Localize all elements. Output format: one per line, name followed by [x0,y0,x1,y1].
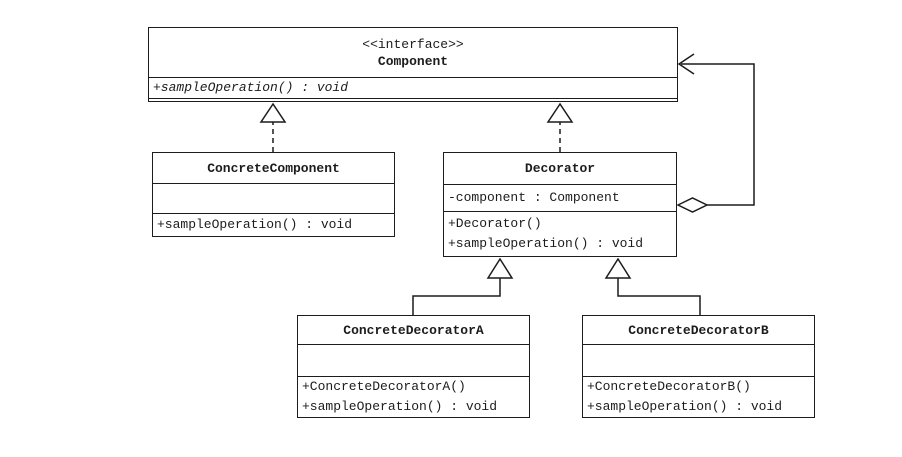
concrete-decorator-a-title-compartment: ConcreteDecoratorA [298,316,529,344]
aggregation-arrow-decorator-to-component [676,53,755,213]
concrete-decorator-b-operation-sample: +sampleOperation() : void [587,399,783,414]
concrete-decorator-b-operations-compartment: +ConcreteDecoratorB() +sampleOperation()… [583,376,814,417]
concrete-decorator-a-operations-compartment: +ConcreteDecoratorA() +sampleOperation()… [298,376,529,417]
concrete-component-attributes-compartment [153,183,394,213]
decorator-class-name: Decorator [524,161,596,176]
concrete-decorator-a-class-name: ConcreteDecoratorA [343,322,484,338]
class-box-component: <<interface>> Component +sampleOperation… [148,27,678,102]
component-stereotype: <<interface>> [362,36,464,52]
component-operations-compartment: +sampleOperation() : void [149,77,677,98]
class-box-decorator: Decorator -component : Component +Decora… [443,152,677,257]
concrete-decorator-b-title-compartment: ConcreteDecoratorB [583,316,814,344]
component-title-compartment: <<interface>> Component [149,28,677,77]
decorator-attribute: -component : Component [448,190,620,205]
concrete-component-operations-compartment: +sampleOperation() : void [153,213,394,236]
decorator-operations-compartment: +Decorator() +sampleOperation() : void [444,211,676,256]
realization-arrow-decorator-to-component [546,102,574,152]
concrete-decorator-a-operation-constructor: +ConcreteDecoratorA() [302,379,466,394]
concrete-decorator-a-attributes-compartment [298,344,529,376]
generalization-arrow-concretedecoratora-to-decorator [412,257,514,315]
decorator-operation-sample: +sampleOperation() : void [448,236,644,251]
concrete-component-title-compartment: ConcreteComponent [153,153,394,183]
concrete-component-class-name: ConcreteComponent [207,160,340,176]
concrete-component-operation: +sampleOperation() : void [157,217,353,232]
decorator-operation-constructor: +Decorator() [448,216,542,231]
generalization-arrow-concretedecoratorb-to-decorator [604,257,701,315]
realization-arrow-concretecomponent-to-component [259,102,287,152]
decorator-title-compartment: Decorator [444,153,676,184]
class-box-concrete-decorator-b: ConcreteDecoratorB +ConcreteDecoratorB()… [582,315,815,418]
concrete-decorator-b-operation-constructor: +ConcreteDecoratorB() [587,379,751,394]
concrete-decorator-a-operation-sample: +sampleOperation() : void [302,399,498,414]
component-class-name: Component [377,53,449,69]
decorator-attributes-compartment: -component : Component [444,184,676,211]
class-box-concrete-component: ConcreteComponent +sampleOperation() : v… [152,152,395,237]
class-box-concrete-decorator-a: ConcreteDecoratorA +ConcreteDecoratorA()… [297,315,530,418]
concrete-decorator-b-attributes-compartment [583,344,814,376]
component-operation: +sampleOperation() : void [153,80,349,95]
component-empty-compartment [149,98,677,101]
concrete-decorator-b-class-name: ConcreteDecoratorB [628,322,769,338]
